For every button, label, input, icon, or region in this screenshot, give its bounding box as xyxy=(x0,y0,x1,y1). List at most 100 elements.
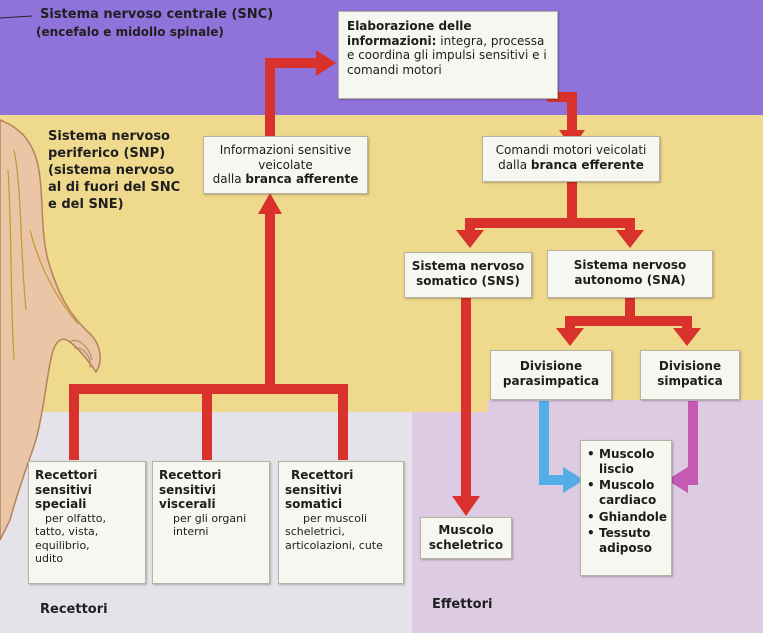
arrow-up-to-afferent xyxy=(265,212,275,384)
somatic-box: Sistema nervoso somatico (SNS) xyxy=(404,252,532,298)
arrow-efferent-split-bar xyxy=(465,218,635,228)
target-glands-bullet: • xyxy=(587,509,595,524)
receptor-somatic-title-3: somatici xyxy=(285,497,343,512)
afferent-line-1: Informazioni sensitive xyxy=(219,143,352,157)
arrow-to-parasympathetic-head xyxy=(556,328,584,346)
pns-line-3: (sistema nervoso xyxy=(48,162,175,178)
integration-box: Elaborazione delle informazioni: integra… xyxy=(338,11,558,99)
arrow-to-somatic-stem xyxy=(465,218,475,232)
target-smooth-muscle-line-2: liscio xyxy=(599,461,634,476)
target-cardiac-muscle-line-2: cardiaco xyxy=(599,492,657,507)
arrow-to-parasympathetic-stem xyxy=(565,316,575,330)
integration-title-2: informazioni: xyxy=(347,33,437,48)
target-smooth-muscle-bullet: • xyxy=(587,447,595,461)
receptor-visceral-title-1: Recettori xyxy=(159,468,222,482)
arrow-visceral-receptors xyxy=(202,394,212,460)
pns-line-1: Sistema nervoso xyxy=(48,129,170,144)
arrow-afferent-to-cns-vertical xyxy=(265,58,275,144)
pns-line-2: periferico (SNP) xyxy=(48,145,166,161)
pns-line-4: al di fuori del SNC xyxy=(48,179,181,195)
arrow-integration-to-efferent-horizontal xyxy=(547,92,577,102)
arrow-special-receptors xyxy=(69,394,79,460)
arrow-to-sympathetic-stem xyxy=(682,316,692,330)
target-adipose-bullet: • xyxy=(587,526,595,541)
receptor-special-detail-2: tatto, vista, xyxy=(35,525,99,539)
skeletal-muscle-line-1: Muscolo xyxy=(438,523,494,537)
receptor-box-special: Recettori sensitivi speciali per olfatto… xyxy=(28,461,146,584)
receptor-special-detail-1: per olfatto, xyxy=(45,511,107,525)
receptor-somatic-title-2: sensitivi xyxy=(285,482,342,497)
receptor-visceral-title-2: sensitivi xyxy=(159,482,216,497)
pns-line-5: e del SNE) xyxy=(48,196,124,212)
receptor-special-detail-3: equilibrio, xyxy=(35,538,90,552)
arrow-sympathetic-down xyxy=(688,401,698,485)
effectors-section-label: Effettori xyxy=(432,597,493,612)
target-glands-line-1: Ghiandole xyxy=(598,509,667,524)
receptor-visceral-title-3: viscerali xyxy=(159,497,216,512)
arrow-integration-to-efferent-vertical xyxy=(567,92,577,138)
receptor-special-title-2: sensitivi xyxy=(35,482,92,497)
cns-title: Sistema nervoso centrale (SNC) xyxy=(40,7,274,22)
receptor-special-detail-4: udito xyxy=(35,552,64,566)
arrow-up-afferent-head xyxy=(258,193,282,214)
receptor-somatic-detail-1: per muscoli xyxy=(303,511,368,525)
integration-title: Elaborazione delle xyxy=(347,19,472,33)
parasympathetic-line-1: Divisione xyxy=(519,359,583,373)
integration-body-1: integra, processa xyxy=(440,33,545,48)
arrow-autonomic-stem xyxy=(625,298,635,318)
arrow-to-autonomic-head xyxy=(616,230,644,248)
arrow-parasympathetic-head xyxy=(563,467,584,493)
efferent-line-1: Comandi motori veicolati xyxy=(495,143,647,157)
autonomic-line-2: autonomo (SNA) xyxy=(574,272,686,287)
receptor-somatic-detail-2: scheletrici, xyxy=(285,525,345,539)
arrow-somatic-to-skeletal-stem xyxy=(461,298,471,498)
arrow-parasympathetic-down xyxy=(539,401,549,485)
afferent-line-3a: dalla xyxy=(212,172,246,187)
sympathetic-box: Divisione simpatica xyxy=(640,350,740,400)
receptor-somatic-detail-3: articolazioni, cute xyxy=(285,538,383,552)
arrow-to-somatic-head xyxy=(456,230,484,248)
sympathetic-line-2: simpatica xyxy=(657,373,723,388)
skeletal-muscle-box: Muscolo scheletrico xyxy=(420,517,512,559)
autonomic-targets-box: • Muscolo liscio • Muscolo cardiaco • Gh… xyxy=(580,440,672,576)
arrow-sympathetic-head xyxy=(667,467,688,493)
somatic-line-2: somatico (SNS) xyxy=(416,273,520,288)
efferent-box: Comandi motori veicolati dalla branca ef… xyxy=(482,136,660,182)
receptor-special-title-3: speciali xyxy=(35,497,87,512)
human-body-illustration xyxy=(0,119,101,541)
arrow-parasympathetic-across xyxy=(539,475,565,485)
target-glands: • Ghiandole xyxy=(587,510,667,525)
integration-body-2: e coordina gli impulsi sensitivi e i xyxy=(347,48,547,63)
target-adipose: • Tessuto adiposo xyxy=(587,526,667,555)
autonomic-box: Sistema nervoso autonomo (SNA) xyxy=(547,250,713,298)
target-adipose-line-1: Tessuto xyxy=(599,526,651,541)
target-adipose-line-2: adiposo xyxy=(599,540,653,555)
afferent-line-3: dalla branca afferente xyxy=(208,172,363,187)
receptor-box-somatic: Recettori sensitivi somatici per muscoli… xyxy=(278,461,404,584)
arrow-autonomic-split-bar xyxy=(565,316,692,326)
parasympathetic-line-2: parasimpatica xyxy=(502,373,600,388)
receptor-box-visceral: Recettori sensitivi viscerali per gli or… xyxy=(152,461,270,584)
arrow-somatic-to-skeletal-head xyxy=(452,496,480,516)
arrow-sympathetic-across xyxy=(687,475,698,485)
arrow-somatic-receptors xyxy=(338,394,348,460)
target-cardiac-muscle-bullet: • xyxy=(587,478,595,493)
efferent-line-2a: dalla xyxy=(498,157,531,172)
arrow-afferent-to-cns-horizontal xyxy=(265,58,319,68)
arrow-to-sympathetic-head xyxy=(673,328,701,346)
integration-body-line1: informazioni: integra, processa xyxy=(347,34,549,49)
arrow-efferent-stem xyxy=(567,182,577,218)
cns-subtitle: (encefalo e midollo spinale) xyxy=(36,25,224,39)
arrow-to-integration-head xyxy=(316,50,336,76)
afferent-box: Informazioni sensitive veicolate dalla b… xyxy=(203,136,368,194)
sympathetic-line-1: Divisione xyxy=(658,359,722,373)
efferent-line-2: dalla branca efferente xyxy=(487,158,655,173)
target-smooth-muscle: • Muscolo liscio xyxy=(587,447,667,476)
receptor-somatic-title-1: Recettori xyxy=(291,468,354,482)
target-smooth-muscle-line-1: Muscolo xyxy=(599,447,655,461)
somatic-line-1: Sistema nervoso xyxy=(411,259,525,273)
target-cardiac-muscle-line-1: Muscolo xyxy=(599,478,655,493)
afferent-line-2: veicolate xyxy=(258,157,313,172)
